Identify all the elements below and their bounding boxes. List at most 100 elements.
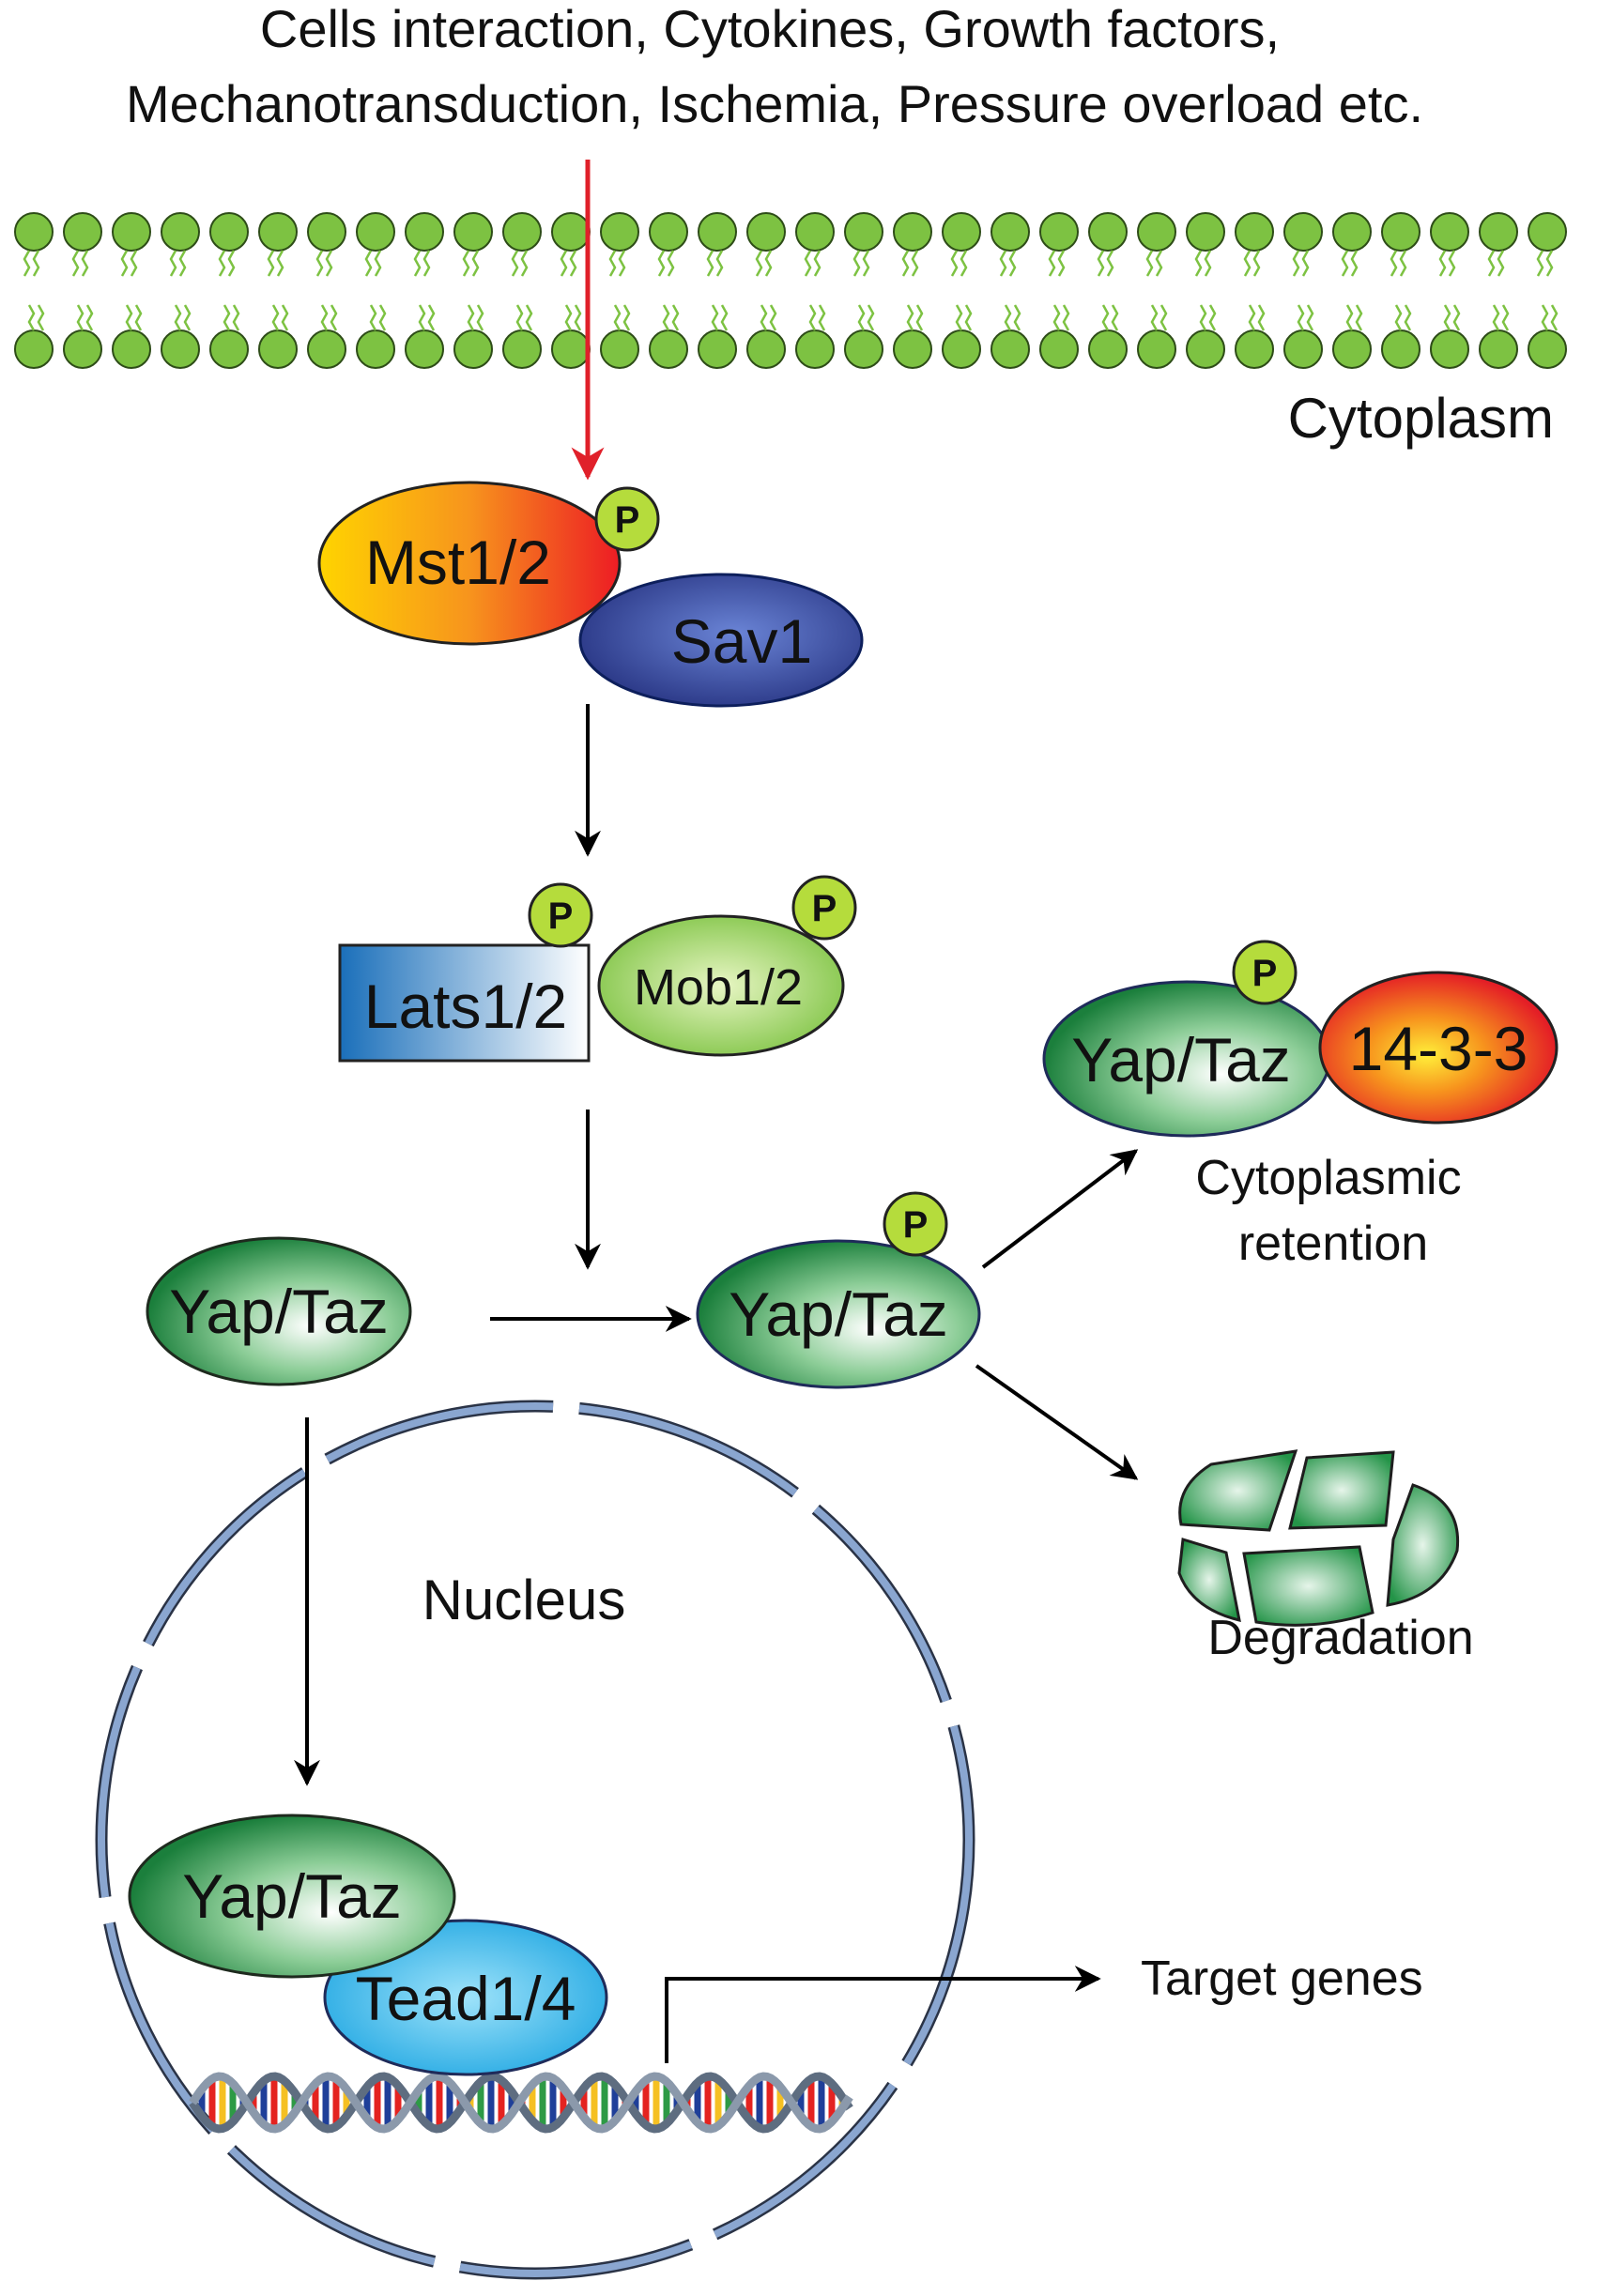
lipid-head-outer [307, 212, 346, 252]
lipid-head-inner [1186, 329, 1225, 369]
lipid-tail-outer [374, 250, 382, 277]
target-genes-label: Target genes [1141, 1952, 1423, 2006]
lipid-head-outer [1283, 212, 1323, 252]
lipid-tail-inner [1492, 304, 1500, 331]
lipid-head-outer [356, 212, 395, 252]
lipid-head-inner [1381, 329, 1420, 369]
lipid-tail-inner [378, 304, 387, 331]
lipid-tail-inner [427, 304, 436, 331]
lipid-head-outer [990, 212, 1030, 252]
lipid-tail-inner [1013, 304, 1021, 331]
lipid-head-inner [1088, 329, 1128, 369]
lipid-tail-inner [125, 304, 133, 331]
lipid-tail-inner [1297, 304, 1305, 331]
lipid-head-inner [990, 329, 1030, 369]
lipid-head-outer [1430, 212, 1469, 252]
lipid-tail-outer [911, 250, 919, 277]
tead-label: Tead1/4 [356, 1964, 576, 2033]
fourteen-three-three-label: 14-3-3 [1349, 1014, 1528, 1083]
lipid-tail-outer [471, 250, 480, 277]
lipid-tail-outer [1252, 250, 1261, 277]
retention-complex: Yap/Taz 14-3-3 P [1042, 940, 1559, 1138]
lipid-tail-inner [1550, 304, 1559, 331]
lipid-tail-outer [804, 250, 812, 277]
lipid-tail-outer [1497, 250, 1505, 277]
lipid-tail-outer [1350, 250, 1359, 277]
lipid-tail-inner [281, 304, 289, 331]
lipid-tail-inner [818, 304, 826, 331]
lipid-head-outer [209, 212, 249, 252]
fragment-4 [1177, 1538, 1241, 1623]
lipid-tail-inner [134, 304, 143, 331]
lipid-tail-inner [1208, 304, 1217, 331]
lipid-tail-inner [320, 304, 329, 331]
lipid-tail-outer [813, 250, 822, 277]
lipid-tail-outer [71, 250, 80, 277]
lipid-tail-inner [867, 304, 875, 331]
lipid-tail-inner [1355, 304, 1363, 331]
svg-text:P: P [903, 1204, 929, 1246]
fragment-5 [1242, 1545, 1374, 1627]
lipid-tail-outer [764, 250, 773, 277]
lipid-head-inner [502, 329, 542, 369]
lipid-tail-outer [1048, 250, 1056, 277]
lipid-head-inner [600, 329, 639, 369]
mst-label: Mst1/2 [365, 528, 551, 597]
lipid-head-outer [1332, 212, 1372, 252]
lipid-tail-inner [955, 304, 963, 331]
fragment-1 [1178, 1449, 1298, 1532]
lipid-head-outer [14, 212, 54, 252]
sav1-protein [578, 573, 864, 708]
fourteen-three-three-protein [1318, 971, 1559, 1125]
phospho-icon-retained: P [1232, 940, 1298, 1005]
lipid-tail-outer [1292, 250, 1300, 277]
lipid-head-inner [1137, 329, 1176, 369]
stimuli-line-2: Mechanotransduction, Ischemia, Pressure … [126, 74, 1423, 133]
degradation-label: Degradation [1207, 1611, 1473, 1665]
lipid-tail-inner [1004, 304, 1012, 331]
lipid-tail-outer [1390, 250, 1398, 277]
yap-taz-label-nuclear: Yap/Taz [182, 1861, 402, 1931]
lats-label: Lats1/2 [364, 972, 568, 1041]
lipid-head-inner [112, 329, 151, 369]
lipid-head-outer [502, 212, 542, 252]
lipid-head-outer [551, 212, 591, 252]
lipid-tail-inner [769, 304, 777, 331]
cell-membrane-bilayer [14, 212, 1567, 369]
lipid-head-inner [746, 329, 786, 369]
lipid-tail-inner [1257, 304, 1266, 331]
lipid-tail-inner [662, 304, 670, 331]
lipid-head-inner [942, 329, 981, 369]
yap-taz-phosphorylated [696, 1239, 981, 1389]
lipid-tail-outer [1448, 250, 1456, 277]
arrow-to-degradation [975, 1364, 1139, 1480]
lipid-head-outer [746, 212, 786, 252]
mst-sav-complex: Sav1 Mst1/2 P [317, 481, 864, 708]
lipid-tail-inner [1452, 304, 1461, 331]
lipid-head-inner [1283, 329, 1323, 369]
lipid-head-inner [698, 329, 737, 369]
lipid-tail-inner [223, 304, 231, 331]
lipid-tail-outer [1438, 250, 1447, 277]
lipid-tail-outer [1487, 250, 1496, 277]
lipid-tail-outer [315, 250, 324, 277]
lipid-head-outer [405, 212, 444, 252]
lipid-head-inner [161, 329, 200, 369]
lipid-tail-inner [271, 304, 280, 331]
lipid-tail-outer [1243, 250, 1251, 277]
lipid-head-inner [1332, 329, 1372, 369]
lipid-tail-outer [657, 250, 666, 277]
lipid-head-outer [698, 212, 737, 252]
lipid-head-outer [1186, 212, 1225, 252]
lipid-tail-outer [1008, 250, 1017, 277]
lipid-tail-outer [1301, 250, 1310, 277]
lipid-head-inner [63, 329, 102, 369]
lipid-tail-outer [999, 250, 1007, 277]
lipid-tail-outer [667, 250, 675, 277]
lipid-tail-inner [1501, 304, 1510, 331]
lipid-head-inner [795, 329, 835, 369]
lipid-tail-outer [1106, 250, 1114, 277]
phospho-icon-yap: P [883, 1191, 948, 1257]
lipid-tail-inner [622, 304, 631, 331]
